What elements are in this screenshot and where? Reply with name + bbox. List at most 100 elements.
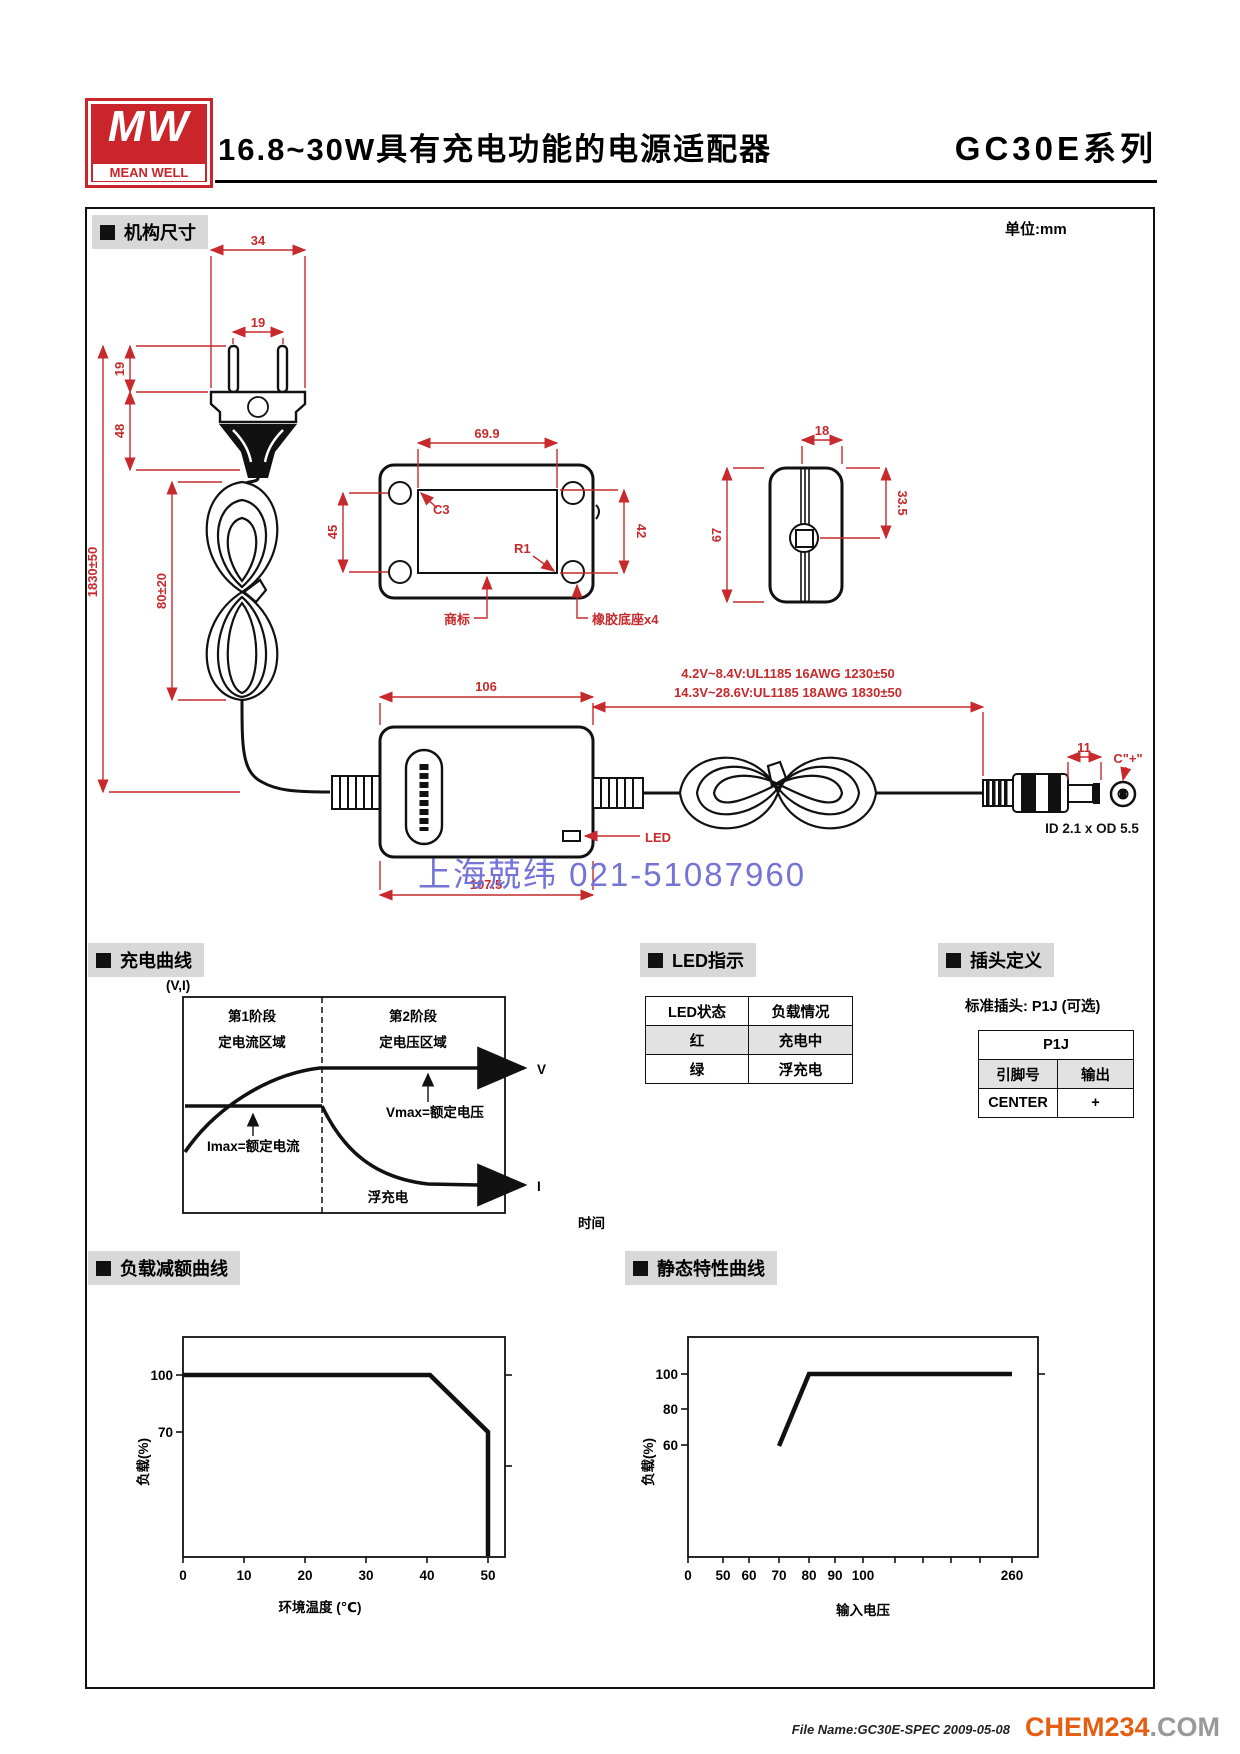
series-title: GC30E系列: [954, 130, 1157, 167]
xtick-label: 20: [297, 1568, 312, 1583]
ytick-label: 60: [663, 1438, 678, 1453]
dim-pin-length: 19: [112, 362, 127, 376]
adapter-side-view: [768, 466, 844, 604]
section-bullet-icon: [648, 952, 663, 968]
dim-hole-pitch: 45: [325, 525, 340, 539]
logo-mw-text: MW: [107, 102, 191, 151]
dim-side-width: 18: [815, 423, 829, 438]
site-brand: CHEM234.COM: [1025, 1712, 1220, 1743]
section-bullet-icon: [96, 1260, 111, 1276]
xtick-label: 60: [741, 1568, 756, 1583]
coiled-cord-right: [678, 756, 983, 830]
pin-number-cell: CENTER: [978, 1088, 1058, 1118]
dim-cord-length: 1830±50: [85, 547, 100, 598]
dim-pin-pitch: 19: [251, 315, 265, 330]
xtick-label: 100: [852, 1568, 875, 1583]
float-charge-label: 浮充电: [368, 1189, 409, 1205]
ac-plug-drawing: [209, 344, 307, 485]
brand-suffix: .COM: [1149, 1712, 1221, 1742]
file-name-footer: File Name:GC30E-SPEC 2009-05-08: [791, 1722, 1010, 1737]
xtick-label: 80: [801, 1568, 816, 1583]
static-xlabel: 输入电压: [836, 1602, 890, 1618]
xtick-label: 0: [684, 1568, 692, 1583]
dim-tip-length: 11: [1077, 740, 1091, 755]
callout-r1: R1: [514, 541, 531, 556]
dim-face-width: 69.9: [474, 426, 499, 441]
section-label-text: LED指示: [672, 951, 744, 971]
plug-definition-table: P1J 引脚号 输出 CENTER +: [978, 1030, 1134, 1118]
stage1-label: 第1阶段: [228, 1008, 277, 1024]
dim-plug-height: 48: [112, 424, 127, 438]
xtick-label: 40: [419, 1568, 434, 1583]
led-status-cell: 红: [645, 1025, 749, 1055]
load-condition-header: 负载情况: [748, 996, 853, 1026]
dimension-lines: [97, 244, 307, 794]
static-ylabel: 负载(%): [640, 1438, 656, 1486]
callout-polarity: C"+": [1113, 751, 1142, 766]
xtick-label: 90: [827, 1568, 842, 1583]
section-charging-curve: 充电曲线: [88, 943, 204, 977]
callout-led: LED: [645, 830, 671, 845]
static-characteristic-chart: 100 80 60 0 50 60 70 80 90 100 260 负载(%)…: [640, 1336, 1045, 1618]
dim-side-offset: 33.5: [895, 490, 910, 515]
imax-label: Imax=额定电流: [207, 1138, 300, 1154]
tip-spec-text: ID 2.1 x OD 5.5: [1045, 821, 1139, 836]
brand-name: CHEM234: [1024, 1712, 1150, 1742]
xtick-label: 0: [179, 1568, 187, 1583]
table-title-row: P1J: [978, 1030, 1134, 1060]
section-label-text: 机构尺寸: [124, 223, 196, 243]
adapter-top-view: [331, 725, 680, 859]
table-row: CENTER +: [978, 1088, 1134, 1118]
mean-well-logo: MW MEAN WELL: [85, 98, 213, 188]
led-indication-table: LED状态 负载情况 红 充电中 绿 浮充电: [645, 996, 853, 1084]
output-polarity-cell: +: [1057, 1088, 1134, 1118]
section-label-text: 负载减额曲线: [120, 1259, 228, 1279]
xtick-label: 70: [771, 1568, 786, 1583]
dim-coil-length: 80±20: [154, 573, 169, 609]
section-bullet-icon: [946, 952, 961, 968]
ytick-label: 100: [655, 1367, 678, 1382]
stage2-label: 第2阶段: [389, 1008, 438, 1024]
callout-trademark: 商标: [444, 612, 470, 627]
derating-xlabel: 环境温度 (℃): [278, 1599, 361, 1615]
adapter-bottom-view: [378, 463, 600, 600]
coiled-cord-left: [205, 480, 331, 794]
ytick-label: 80: [663, 1402, 678, 1417]
plug-model-cell: P1J: [978, 1030, 1134, 1060]
ytick-label: 100: [150, 1368, 173, 1383]
output-header: 输出: [1057, 1059, 1134, 1089]
load-condition-cell: 浮充电: [748, 1054, 853, 1084]
led-status-header: LED状态: [645, 996, 749, 1026]
section-bullet-icon: [100, 224, 115, 240]
section-bullet-icon: [633, 1260, 648, 1276]
dim-body-length: 106: [475, 679, 497, 694]
standard-plug-note: 标准插头: P1J (可选): [965, 999, 1101, 1015]
load-condition-cell: 充电中: [748, 1025, 853, 1055]
section-mechanical-dimensions: 机构尺寸: [92, 215, 208, 249]
time-axis-label: 时间: [578, 1215, 605, 1231]
stage1-region-label: 定电流区域: [218, 1034, 286, 1050]
dim-body-length-total: 107.5: [470, 877, 503, 892]
section-static-characteristic-curve: 静态特性曲线: [625, 1251, 777, 1285]
dim-face-height: 42: [634, 524, 649, 538]
derating-curve-chart: 100 70 0 10 20 30 40 50 负载(%) 环境温度 (℃): [135, 1336, 512, 1615]
ytick-label: 70: [158, 1425, 173, 1440]
dim-plug-width: 34: [251, 233, 266, 248]
xtick-label: 30: [358, 1568, 373, 1583]
dimension-lines: [337, 434, 892, 619]
section-label-text: 静态特性曲线: [657, 1259, 765, 1279]
cable-spec-note-1: 4.2V~8.4V:UL1185 16AWG 1230±50: [681, 666, 894, 681]
led-status-cell: 绿: [645, 1054, 749, 1084]
watermark-text: 上海兢纬 021-51087960: [418, 856, 807, 893]
page-title: 16.8~30W具有充电功能的电源适配器: [218, 132, 773, 167]
derating-ylabel: 负载(%): [135, 1438, 151, 1486]
cable-spec-note-2: 14.3V~28.6V:UL1185 18AWG 1830±50: [674, 685, 902, 700]
vmax-label: Vmax=额定电压: [386, 1104, 484, 1120]
section-label-text: 充电曲线: [120, 951, 192, 971]
table-row: 红 充电中: [645, 1025, 853, 1055]
callout-c3: C3: [433, 502, 450, 517]
charging-curve-chart: (V,I) 第1阶段 定电流区域 第2阶段 定电压区域 Imax=额定电流 Vm…: [166, 978, 605, 1231]
dim-side-height: 67: [709, 528, 724, 542]
